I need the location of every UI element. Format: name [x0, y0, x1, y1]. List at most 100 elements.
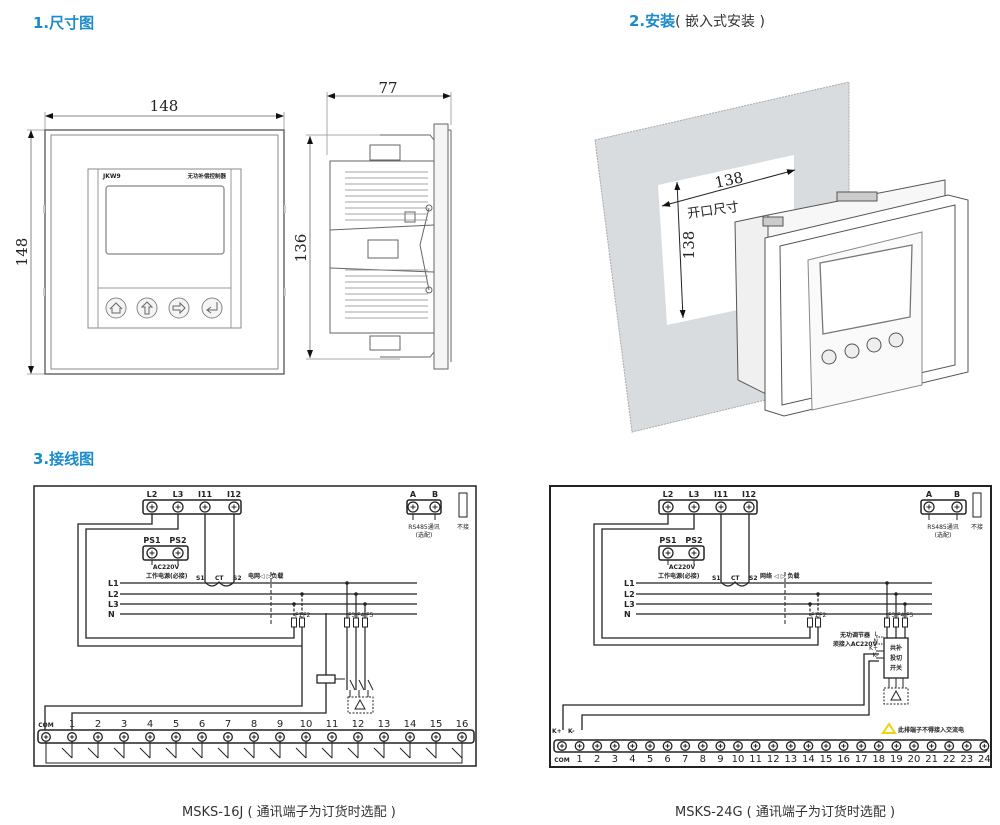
relay-contact [451, 747, 463, 759]
compensation-switch [883, 637, 909, 679]
terminal-label: PS1 [659, 536, 677, 545]
terminal-number: 6 [199, 719, 205, 730]
power-terminal-block [658, 545, 705, 561]
terminal-number: 9 [277, 719, 283, 730]
terminal-number: 3 [612, 754, 618, 765]
home-icon [821, 349, 837, 365]
terminal-number: 7 [225, 719, 231, 730]
terminal-number: COM [554, 757, 570, 764]
terminal-number: 16 [456, 719, 469, 730]
phase-label: L1 [624, 579, 635, 588]
terminal-number: 7 [682, 754, 688, 765]
device-3d-view [734, 179, 969, 417]
fuse [353, 617, 359, 628]
grid-load-label: 网络 ◁ ▷ 负载 [760, 572, 800, 580]
right-arrow-icon [866, 337, 882, 353]
fuse [807, 617, 813, 628]
rs485-terminal-block [406, 499, 442, 515]
power-note: 工作电源(必接) [658, 572, 700, 580]
relay-contact [295, 747, 307, 759]
terminal-number: 12 [352, 719, 365, 730]
power-voltage: AC220V [153, 564, 180, 571]
installation-title: 2.安装 [629, 12, 676, 30]
device-side-view [329, 123, 452, 370]
phase-label: N [108, 610, 115, 619]
home-icon [105, 297, 127, 319]
switch-note-2: 须接入AC220V [832, 640, 878, 648]
rs485-label: RS485通讯 [927, 523, 958, 531]
fuse-label: F4 [897, 612, 904, 619]
terminal-number: 20 [908, 754, 921, 765]
relay-contact [139, 747, 151, 759]
ct-s1: S1 [196, 575, 205, 582]
section-title-wiring: 3.接线图 [33, 450, 95, 468]
no-connect-label: 不接 [971, 523, 983, 531]
terminal-label: I12 [742, 490, 756, 499]
terminal-number: 4 [629, 754, 635, 765]
ct-coil [720, 581, 750, 587]
rs485-note: (选配) [416, 531, 433, 539]
relay-contact [373, 747, 385, 759]
capacitor-bank [347, 696, 374, 714]
diagram-frame [549, 485, 992, 768]
cutout-width-label: 138 [713, 168, 745, 192]
fuse [815, 617, 821, 628]
device-front-view: JKW9 无功补偿控制器 [43, 129, 286, 375]
terminal-number: 3 [121, 719, 127, 730]
relay-contact [87, 747, 99, 759]
side-depth-dimension: 77 [326, 79, 452, 155]
input-terminal-block [658, 499, 758, 515]
terminal-label: A [926, 490, 933, 499]
power-terminal-block [142, 545, 189, 561]
fuse [902, 617, 908, 628]
phase-label: L1 [108, 579, 119, 588]
ct-coil [204, 581, 235, 587]
switch-name-2: 投切 [890, 654, 902, 662]
phase-label: N [624, 610, 631, 619]
phase-label: L3 [108, 600, 119, 609]
terminal-number: 14 [404, 719, 417, 730]
lcd-screen [105, 185, 225, 255]
relay-contact [165, 747, 177, 759]
cutout-label: 开口尺寸 [686, 200, 740, 222]
terminal-number: 11 [749, 754, 762, 765]
power-note: 工作电源(必接) [146, 572, 188, 580]
fuse-label: F3 [888, 612, 895, 619]
terminal-number: 8 [251, 719, 257, 730]
section-title-installation: 2.安装( 嵌入式安装 ) [629, 10, 765, 31]
terminal-number: 17 [855, 754, 868, 765]
terminal-label: L2 [147, 490, 158, 499]
power-voltage: AC220V [669, 564, 696, 571]
terminal-number: 23 [960, 754, 973, 765]
relay-contact [191, 747, 203, 759]
terminal-number: 1 [576, 754, 582, 765]
terminal-label: I11 [714, 490, 729, 499]
fuse [299, 617, 305, 628]
terminal-number: 4 [147, 719, 153, 730]
capacitor-bank [883, 687, 909, 705]
ct-s1: S1 [712, 575, 721, 582]
ct-label: CT [215, 575, 224, 582]
warning-icon [881, 722, 897, 734]
relay-contact [243, 747, 255, 759]
terminal-number: COM [38, 722, 54, 729]
terminal-number: 15 [430, 719, 443, 730]
switch-name-3: 开关 [890, 664, 902, 672]
side-depth-label: 77 [378, 79, 397, 97]
terminal-number: 11 [326, 719, 339, 730]
ct-s2: S2 [749, 575, 758, 582]
fuse [344, 617, 350, 628]
no-connect-label: 不接 [457, 523, 469, 531]
fuse-label: F2 [819, 612, 826, 619]
lcd-screen-3d [819, 244, 913, 335]
terminal-number: 18 [872, 754, 885, 765]
output-terminal-strip [37, 729, 475, 744]
terminal-number: 22 [943, 754, 956, 765]
relay-contact [399, 747, 411, 759]
rs485-note: (选配) [935, 531, 952, 539]
terminal-number: 10 [300, 719, 313, 730]
device-name: 无功补偿控制器 [186, 172, 226, 180]
